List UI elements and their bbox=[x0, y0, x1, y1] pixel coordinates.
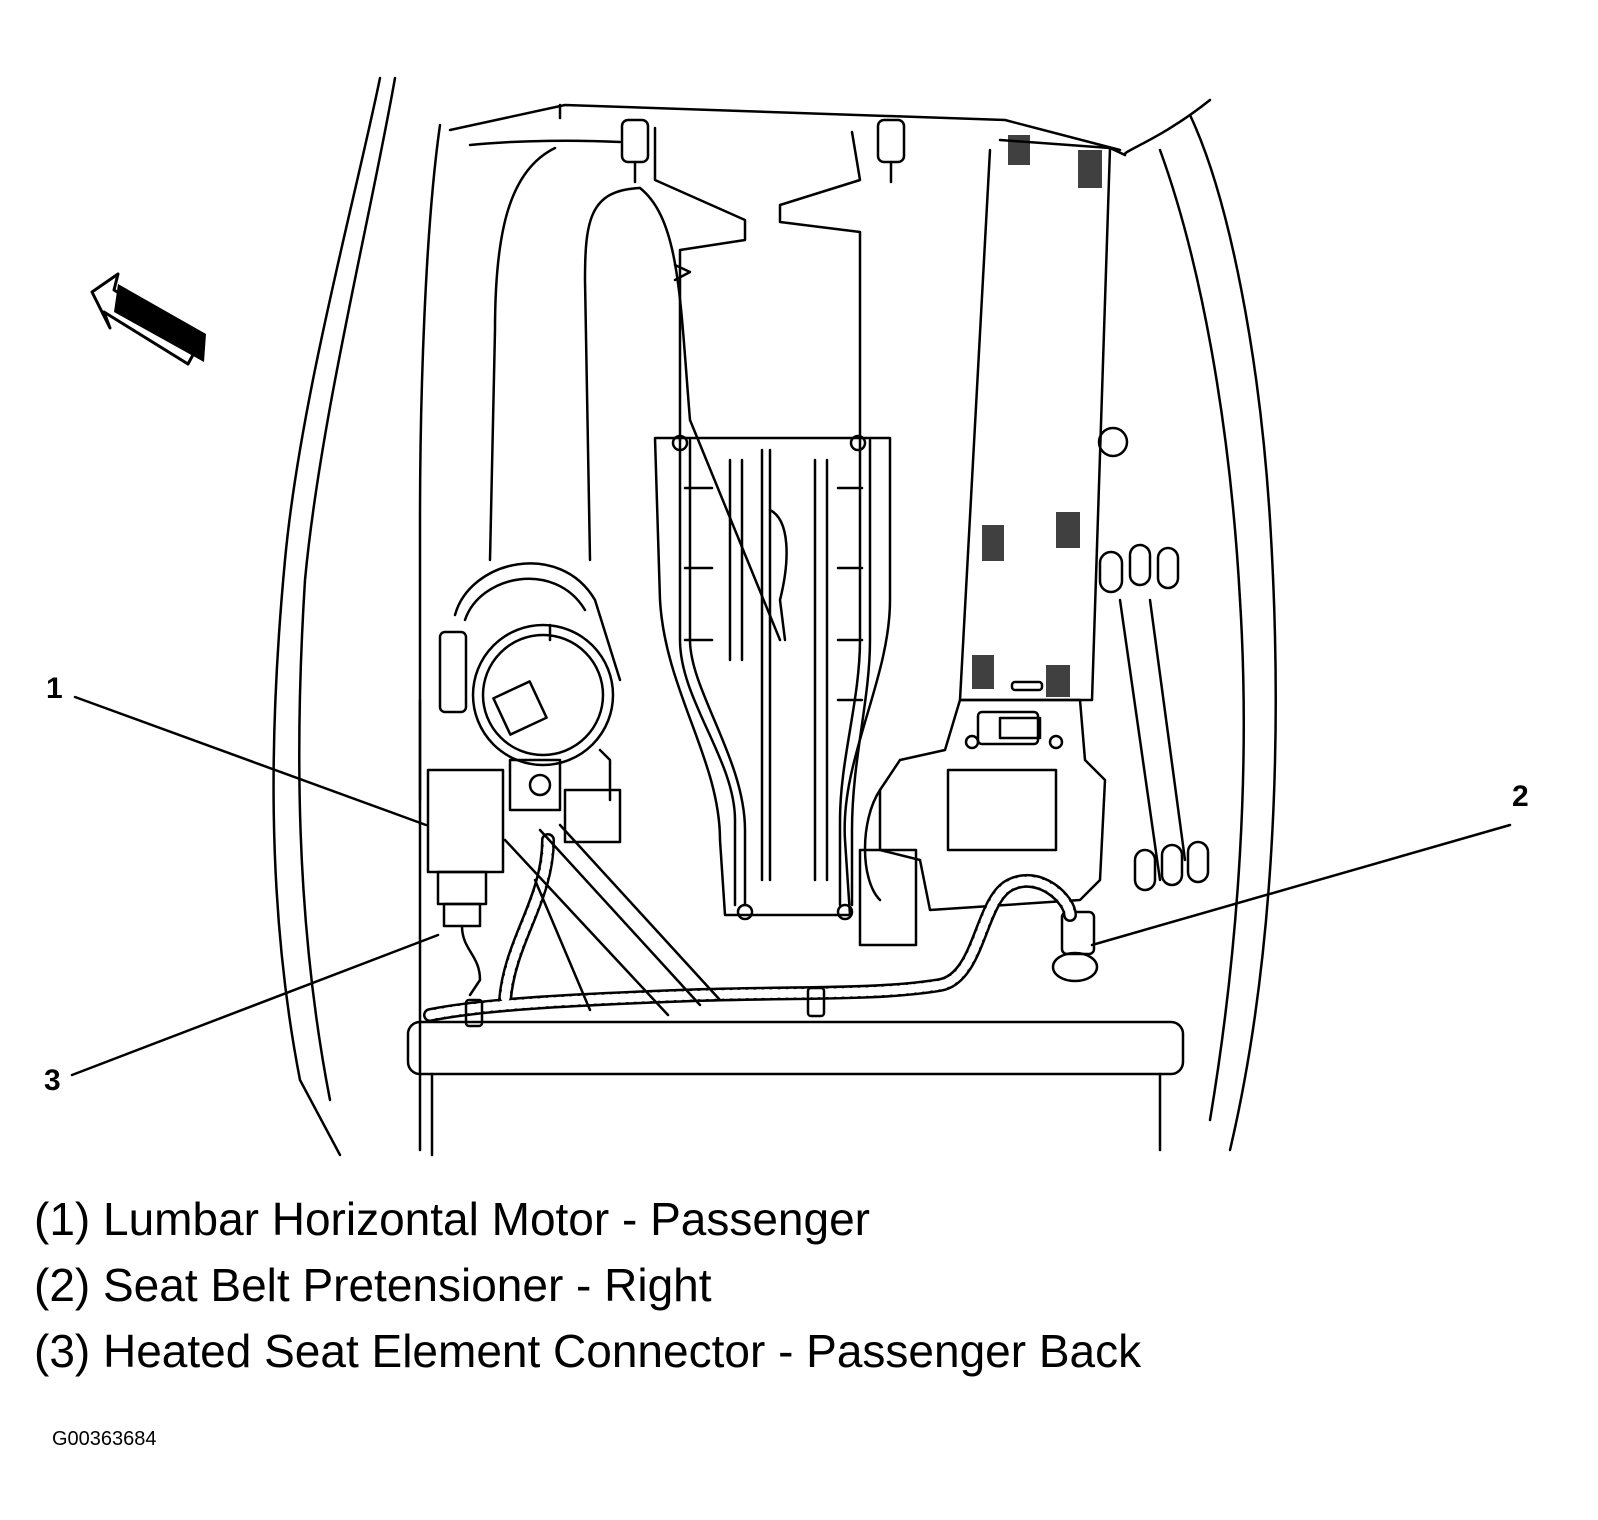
leader-line-3 bbox=[70, 933, 440, 1077]
seat-back-illustration bbox=[70, 76, 1512, 1157]
forward-arrow-icon bbox=[90, 272, 206, 366]
seat-back-diagram: 1 2 3 bbox=[44, 76, 1529, 1157]
heated-seat-connector bbox=[460, 924, 482, 997]
bottom-frame-rail bbox=[406, 986, 1185, 1157]
leader-line-2 bbox=[1090, 823, 1512, 947]
headrest-guides bbox=[620, 118, 906, 184]
callout-3: 3 bbox=[44, 1064, 61, 1097]
lumbar-horizontal-motor bbox=[418, 562, 622, 928]
lower-panel bbox=[503, 823, 722, 1017]
legend-item-2: (2) Seat Belt Pretensioner - Right bbox=[34, 1259, 712, 1311]
side-seat-slots bbox=[1098, 543, 1210, 892]
legend: (1) Lumbar Horizontal Motor - Passenger … bbox=[34, 1186, 1141, 1384]
leader-line-1 bbox=[73, 695, 428, 827]
seat-frame-wires bbox=[583, 126, 872, 907]
seat-belt-pretensioner bbox=[858, 698, 1107, 983]
wiring-harness-inner bbox=[425, 835, 1075, 1020]
figure-id: G00363684 bbox=[52, 1428, 157, 1450]
legend-item-3: (3) Heated Seat Element Connector - Pass… bbox=[34, 1325, 1142, 1377]
legend-item-1: (1) Lumbar Horizontal Motor - Passenger bbox=[34, 1193, 870, 1245]
seat-belt-webbing bbox=[958, 135, 1129, 702]
leader-lines bbox=[70, 695, 1512, 1077]
seat-back-shell bbox=[272, 76, 1277, 1157]
lumbar-support-plate bbox=[653, 434, 892, 921]
callout-1: 1 bbox=[46, 672, 63, 705]
callout-2: 2 bbox=[1512, 780, 1529, 813]
